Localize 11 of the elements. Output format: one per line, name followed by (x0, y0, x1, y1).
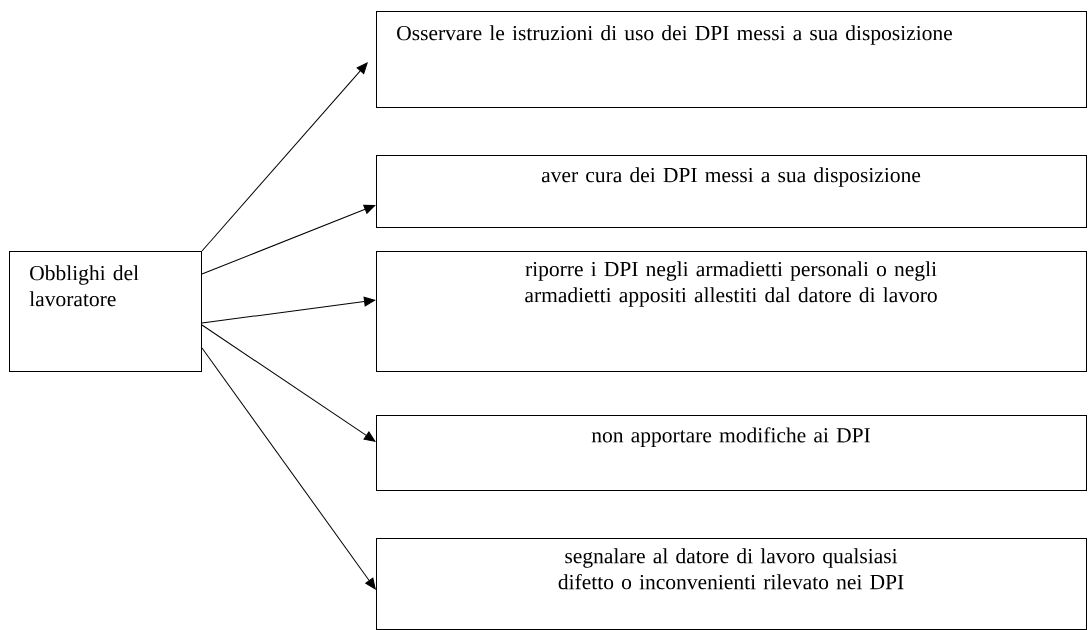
text-box: aver cura dei DPI messi a sua disposizione (376, 155, 1087, 228)
arrow (201, 204, 376, 275)
text-box: Osservare le istruzioni di uso dei DPI messi a sua disposizione (376, 11, 1087, 108)
text-box: riporre i DPI negli armadietti personali o negli armadietti appositi allestiti dal datore di lavoro (376, 251, 1087, 372)
text-box: Obblighi del lavoratore (9, 251, 202, 372)
arrow (201, 296, 376, 324)
arrow (201, 62, 368, 252)
text-box: segnalare al datore di lavoro qualsiasi difetto o inconvenienti rilevato nei DPI (376, 538, 1087, 630)
arrow (201, 324, 376, 442)
text-box: non apportare modifiche ai DPI (376, 415, 1087, 491)
arrow (201, 347, 376, 590)
